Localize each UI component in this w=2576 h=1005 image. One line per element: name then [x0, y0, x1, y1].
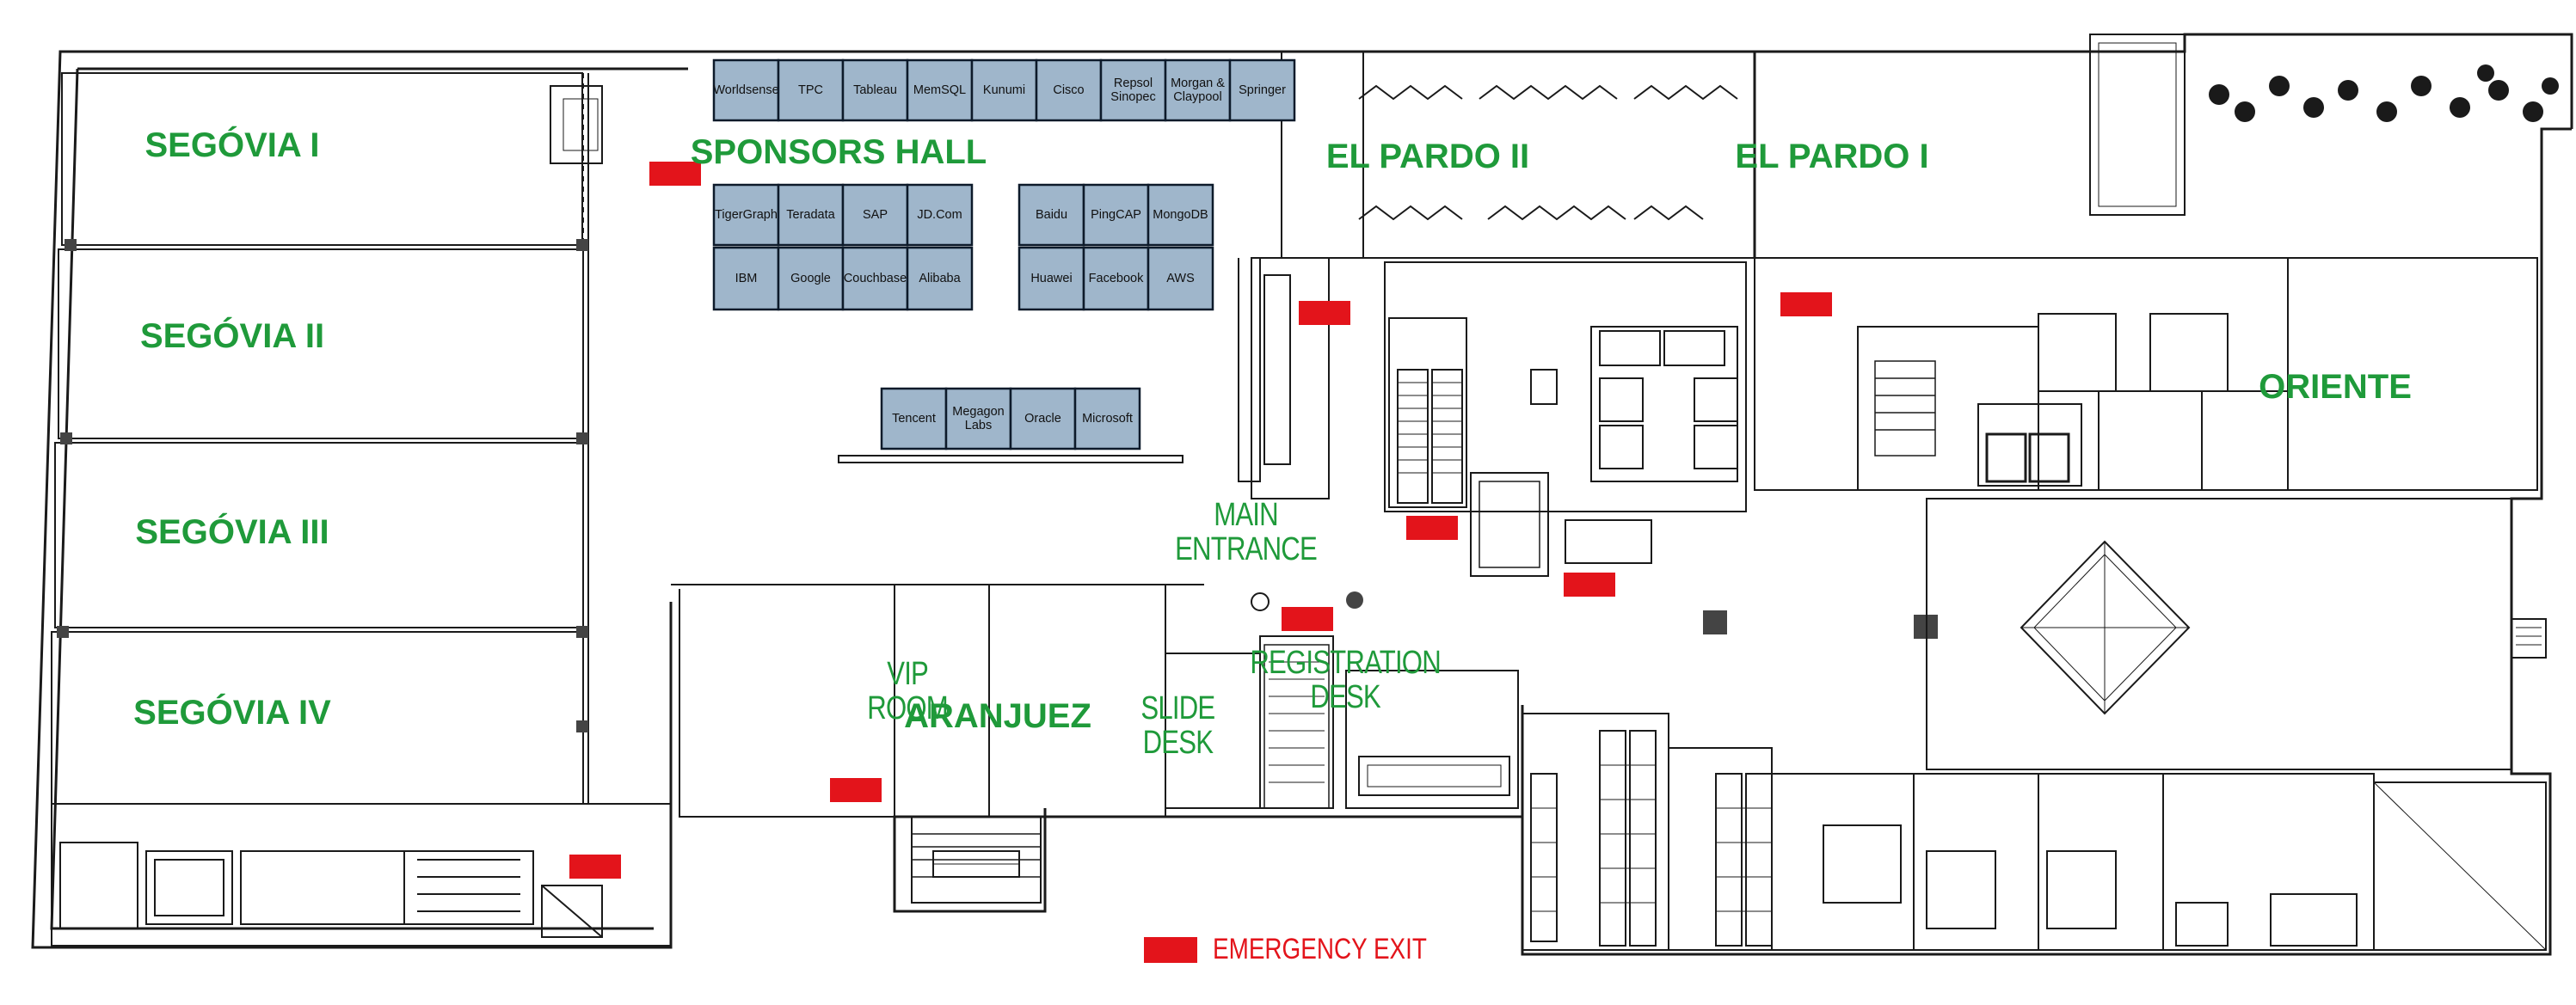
southeast-rooms [1522, 713, 2375, 951]
room-aranjuez: ARANJUEZ [904, 697, 1091, 735]
booth-label: Springer [1239, 83, 1286, 97]
registration-desk-line-1: REGISTRATION [1250, 645, 1442, 681]
stairs [403, 360, 1936, 925]
emergency-exit-marker [1299, 301, 1350, 325]
entrance-fixtures [1251, 591, 1363, 611]
slide-desk-line-1: SLIDE [1140, 690, 1215, 726]
emergency-exit-marker [649, 162, 701, 186]
booth-label: AWS [1166, 272, 1195, 285]
map-legend: EMERGENCY EXIT [1144, 933, 1474, 966]
booth-label: Tableau [853, 83, 897, 97]
label-main-entrance: MAIN ENTRANCE [1174, 497, 1318, 567]
booth-label: Worldsense [713, 83, 778, 97]
emergency-exit-marker [830, 778, 882, 802]
columns [57, 239, 1938, 732]
booth-label: Google [790, 272, 831, 285]
room-el-pardo-1: EL PARDO I [1735, 138, 1929, 175]
emergency-exit-swatch [1144, 936, 1197, 963]
booth-alibaba [906, 246, 974, 311]
central-walls [671, 584, 1519, 904]
booth-huawei [1017, 246, 1085, 311]
booth-oracle [1009, 387, 1077, 450]
east-wing [1754, 34, 2547, 951]
core-block [1251, 257, 1747, 577]
booth-label: Morgan &Claypool [1171, 77, 1225, 104]
booth-label: Kunumi [983, 83, 1025, 97]
room-segovia-3: SEGÓVIA III [135, 513, 329, 551]
booth-label: Facebook [1089, 272, 1144, 285]
booth-aws [1147, 246, 1214, 311]
booth-label: TPC [798, 83, 823, 97]
booth-microsoft [1073, 387, 1141, 450]
label-vip-room: VIP ROOM [867, 656, 949, 726]
emergency-exits [569, 162, 1832, 879]
booth-jd-com [906, 183, 974, 247]
main-entrance-line-2: ENTRANCE [1174, 530, 1318, 567]
room-el-pardo-2: EL PARDO II [1325, 138, 1530, 175]
sponsor-booths: Worldsense TPC Tableau MemSQL Kunumi Cisco Rep… [712, 58, 1296, 463]
el-pardo-partitions [1238, 52, 1755, 482]
room-segovia-1: SEGÓVIA I [144, 126, 320, 164]
emergency-exit-marker [1564, 573, 1615, 597]
vip-room-line-1: VIP [887, 656, 929, 692]
emergency-exit-legend-label: EMERGENCY EXIT [1213, 933, 1427, 965]
booth-kunumi [970, 58, 1038, 122]
booth-label: Oracle [1024, 412, 1061, 426]
booth-label: SAP [863, 208, 888, 222]
booth-repsol-sinopec [1099, 58, 1167, 122]
booth-label: Teradata [786, 208, 835, 222]
booth-sap [841, 183, 909, 247]
label-registration-desk: REGISTRATION DESK [1250, 645, 1442, 715]
booth-label: Microsoft [1082, 412, 1133, 426]
slide-desk-line-2: DESK [1142, 724, 1214, 761]
booth-counter [838, 455, 1183, 463]
booth-mongodb [1147, 183, 1214, 247]
booth-label: TigerGraph [715, 208, 778, 222]
booth-cisco [1035, 58, 1103, 122]
booth-label: MemSQL [913, 83, 966, 97]
booth-label: IBM [735, 272, 758, 285]
booth-morgan-claypool [1164, 58, 1232, 122]
emergency-exit-marker [1406, 516, 1458, 540]
booth-label: Huawei [1030, 272, 1072, 285]
booth-label: Alibaba [919, 272, 961, 285]
booth-label: Baidu [1036, 208, 1067, 222]
emergency-exit-marker [1282, 607, 1333, 631]
booth-megagon-labs [944, 387, 1012, 450]
booth-label: Cisco [1053, 83, 1084, 97]
vip-room-line-2: ROOM [867, 689, 949, 726]
label-slide-desk: SLIDE DESK [1140, 690, 1215, 761]
booth-label: JD.Com [917, 208, 962, 222]
emergency-exit-marker [1780, 292, 1832, 316]
booth-springer [1228, 58, 1296, 122]
booth-label: PingCAP [1091, 208, 1141, 222]
emergency-exit-marker [569, 855, 621, 879]
main-entrance-line-1: MAIN [1213, 497, 1278, 533]
room-sponsors-hall: SPONSORS HALL [690, 133, 987, 171]
booth-label: Tencent [892, 412, 936, 426]
registration-desk-line-2: DESK [1310, 678, 1381, 715]
booth-tableau [841, 58, 909, 122]
booth-label: Couchbase [844, 272, 907, 285]
room-segovia-2: SEGÓVIA II [139, 317, 325, 355]
plants [2209, 64, 2559, 122]
building-walls [31, 33, 2573, 956]
room-segovia-4: SEGÓVIA IV [133, 694, 331, 732]
room-oriente: ORIENTE [2259, 368, 2412, 406]
booth-label: MongoDB [1153, 208, 1208, 222]
booth-tpc [777, 58, 845, 122]
booth-couchbase [841, 246, 909, 311]
booth-worldsense [712, 58, 780, 122]
